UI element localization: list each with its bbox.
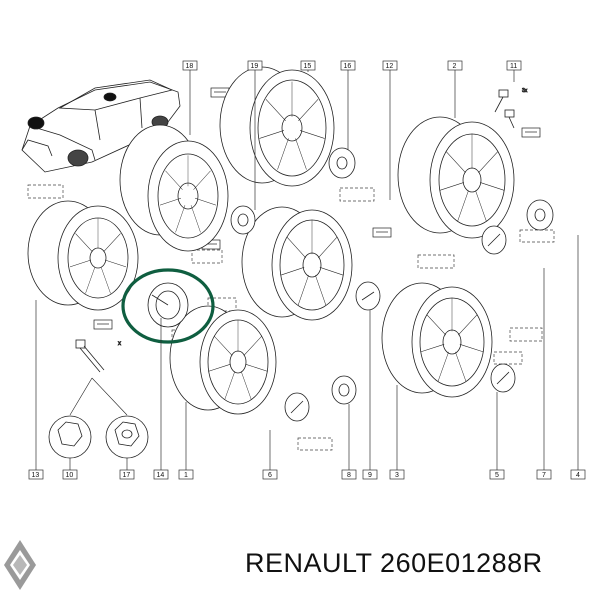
part-label: RENAULT 260E01288R	[245, 548, 543, 579]
callout-boxes-bottom	[28, 469, 586, 480]
callout-5: 5	[495, 472, 499, 479]
callout-boxes-top	[182, 60, 522, 71]
wheel-1	[169, 305, 277, 415]
nut-leader-lines	[69, 377, 128, 416]
callout-1: 1	[184, 472, 188, 479]
lug-bolt: x	[75, 339, 121, 373]
wheel-nut-17	[105, 415, 149, 459]
wheel-18	[119, 124, 229, 252]
svg-text:x: x	[118, 341, 121, 347]
bolt-set-11: 3x	[494, 88, 528, 129]
highlight-circle	[121, 268, 215, 344]
callout-18: 18	[186, 63, 194, 70]
leader-lines	[35, 70, 579, 470]
svg-text:3x: 3x	[522, 88, 528, 94]
callout-4: 4	[576, 472, 580, 479]
callout-7: 7	[542, 472, 546, 479]
label-tags	[93, 87, 541, 330]
callout-19: 19	[251, 63, 259, 70]
callout-16: 16	[344, 63, 352, 70]
callout-8: 8	[347, 472, 351, 479]
callout-15: 15	[304, 63, 312, 70]
brand-name: RENAULT	[245, 548, 373, 578]
wheel-2	[397, 116, 515, 239]
renault-logo	[4, 540, 36, 590]
callout-6: 6	[268, 472, 272, 479]
wheel-3	[381, 282, 493, 398]
callout-10: 10	[66, 472, 74, 479]
part-number: 260E01288R	[380, 548, 543, 578]
wheel-15	[219, 66, 335, 187]
footer	[0, 528, 600, 600]
callout-9: 9	[368, 472, 372, 479]
hub-caps	[230, 147, 554, 422]
wheel-nut-10	[48, 415, 92, 459]
callout-11: 11	[510, 63, 517, 70]
callout-17: 17	[123, 472, 131, 479]
wheel-12	[241, 206, 353, 321]
callout-14: 14	[157, 472, 165, 479]
wheel-13	[27, 200, 139, 311]
callout-12: 12	[386, 63, 394, 70]
center-cap-14	[147, 282, 189, 328]
callout-2: 2	[453, 63, 457, 70]
callout-3: 3	[395, 472, 399, 479]
callout-13: 13	[32, 472, 40, 479]
